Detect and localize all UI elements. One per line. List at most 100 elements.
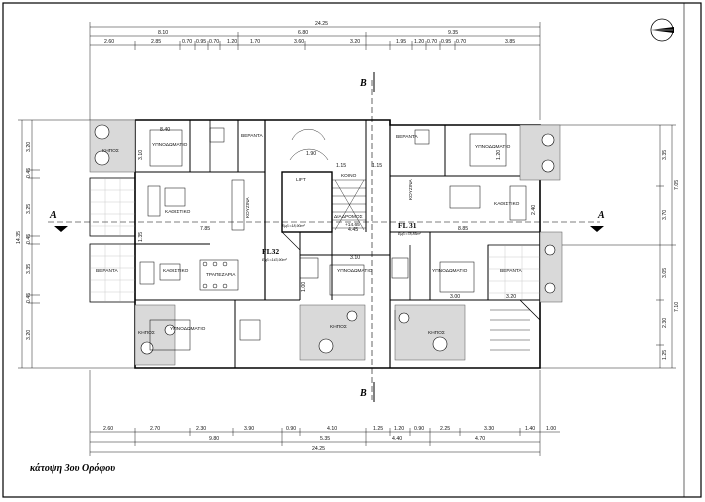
section-a-left-label: A (49, 210, 57, 221)
bottom-row-dim: 3.90 (244, 426, 254, 432)
bottom-seg-dim: 9.80 (209, 436, 219, 442)
inner-dim: 2.40 (531, 205, 537, 215)
inner-dim: 1.20 (496, 150, 502, 160)
room-label: ΒΕΡΑΝΤΑ (96, 268, 118, 274)
room-label: ΚΟΥΖΙΝΑ (245, 196, 251, 218)
top-row-dim: 1.95 (396, 39, 406, 45)
bottom-row-dim: 1.20 (394, 426, 404, 432)
top-row-dim: 0.95 (441, 39, 451, 45)
left-row-dim: 0.45 (26, 293, 32, 303)
room-label: ΥΠΝΟΔΩΜΑΤΙΟ (152, 142, 188, 148)
top-dimension-chains (89, 22, 541, 120)
bottom-row-dim: 2.25 (440, 426, 450, 432)
left-row-dim: 0.45 (26, 168, 32, 178)
top-row-dim: 2.60 (104, 39, 114, 45)
core-area-label: Εμβ.=18,90m² (282, 224, 306, 228)
top-row-dim: 1.70 (250, 39, 260, 45)
inner-dim: 3.00 (450, 294, 460, 300)
room-label: ΔΙΑΔΡΟΜΟΣ (334, 214, 363, 220)
room-label: ΒΕΡΑΝΤΑ (396, 134, 418, 140)
room-label: ΚΗΠΟΣ (138, 330, 155, 336)
flat-area-label: Εμβ.=143,90m² (262, 258, 288, 262)
inner-dim: 8.85 (458, 226, 468, 232)
inner-dim: 1.90 (306, 151, 316, 157)
garden-shrubs (94, 124, 556, 355)
bottom-row-dim: 2.30 (196, 426, 206, 432)
bottom-row-dim: 0.90 (286, 426, 296, 432)
top-row-dim: 0.70 (209, 39, 219, 45)
bottom-row-dim: 1.00 (546, 426, 556, 432)
top-row-dim: 0.70 (456, 39, 466, 45)
inner-dim: 3.10 (350, 255, 360, 261)
drawing-caption: κάτοψη 3ου Ορόφου (30, 463, 115, 474)
room-label: ΒΕΡΑΝΤΑ (500, 268, 522, 274)
top-seg-dim: 9.35 (448, 30, 458, 36)
bottom-row-dim: 2.70 (150, 426, 160, 432)
bottom-row-dim: 2.60 (103, 426, 113, 432)
left-row-dim: 3.20 (26, 142, 32, 152)
right-row-dim: 3.70 (662, 210, 668, 220)
bottom-row-dim: 1.25 (373, 426, 383, 432)
stair-treads (289, 128, 530, 351)
room-label: ΤΡΑΠΕΖΑΡΙΑ (206, 272, 236, 278)
room-label: ΥΠΝΟΔΩΜΑΤΙΟ (432, 268, 468, 274)
left-row-dim: 3.25 (26, 204, 32, 214)
flat-id-label: FL 31 (398, 221, 417, 230)
top-row-dim: 0.70 (182, 39, 192, 45)
section-a-right-label: A (597, 210, 605, 221)
section-b-bottom-label: B (359, 388, 367, 399)
right-row-dim: 2.30 (662, 318, 668, 328)
top-row-dim: 3.20 (350, 39, 360, 45)
top-seg-dim: 6.80 (298, 30, 308, 36)
room-label: ΚΟΙΝΟ (341, 173, 357, 179)
room-label: LIFT (296, 177, 306, 183)
bottom-seg-dim: 5.35 (320, 436, 330, 442)
bottom-seg-dim: 4.40 (392, 436, 402, 442)
bottom-total-dim: 24.25 (312, 446, 325, 452)
inner-dim: 3.20 (506, 294, 516, 300)
left-row-dim: 3.20 (26, 330, 32, 340)
inner-dim: 8.40 (160, 127, 170, 133)
section-lines (48, 80, 600, 400)
top-total-dim: 24.25 (315, 21, 328, 27)
room-label: ΚΗΠΟΣ (428, 330, 445, 336)
right-dimension-chains (540, 124, 676, 369)
top-seg-dim: 8.10 (158, 30, 168, 36)
top-row-dim: 1.20 (414, 39, 424, 45)
inner-dim: 4.45 (348, 227, 358, 233)
flat-id-label: FL32 (262, 247, 279, 256)
top-row-dim: 3.60 (294, 39, 304, 45)
inner-dim: 1.15 (336, 163, 346, 169)
top-row-dim: 3.85 (505, 39, 515, 45)
top-row-dim: 0.95 (196, 39, 206, 45)
bottom-row-dim: 1.40 (525, 426, 535, 432)
room-label: ΚΑΘΙΣΤΙΚΟ (163, 268, 189, 274)
inner-dim: 1.15 (372, 163, 382, 169)
bottom-dimension-chains (89, 370, 560, 456)
furniture (139, 127, 527, 351)
room-label: ΚΗΠΟΣ (330, 324, 347, 330)
right-row-dim: 3.35 (662, 150, 668, 160)
top-row-dim: 0.70 (427, 39, 437, 45)
top-row-dim: 1.20 (227, 39, 237, 45)
right-seg-dim: 7.05 (674, 180, 680, 190)
room-label: ΚΟΥΖΙΝΑ (408, 178, 414, 200)
bottom-row-dim: 0.90 (414, 426, 424, 432)
bottom-seg-dim: 4.70 (475, 436, 485, 442)
room-label: ΚΑΘΙΣΤΙΚΟ (165, 209, 191, 215)
left-row-dim: 3.35 (26, 264, 32, 274)
north-arrow-icon (650, 18, 674, 42)
bottom-row-dim: 3.30 (484, 426, 494, 432)
left-row-dim: 0.45 (26, 234, 32, 244)
veranda-tiles (90, 178, 540, 302)
room-label: ΚΗΠΟΣ (102, 148, 119, 154)
inner-dim: 1.00 (301, 282, 307, 292)
right-row-dim: 1.25 (662, 350, 668, 360)
room-label: ΥΠΝΟΔΩΜΑΤΙΟ (337, 268, 373, 274)
right-seg-dim: 7.10 (674, 302, 680, 312)
section-b-top-label: B (359, 78, 367, 89)
room-label: ΥΠΝΟΔΩΜΑΤΙΟ (475, 144, 511, 150)
room-label: +14.65 (345, 222, 360, 228)
